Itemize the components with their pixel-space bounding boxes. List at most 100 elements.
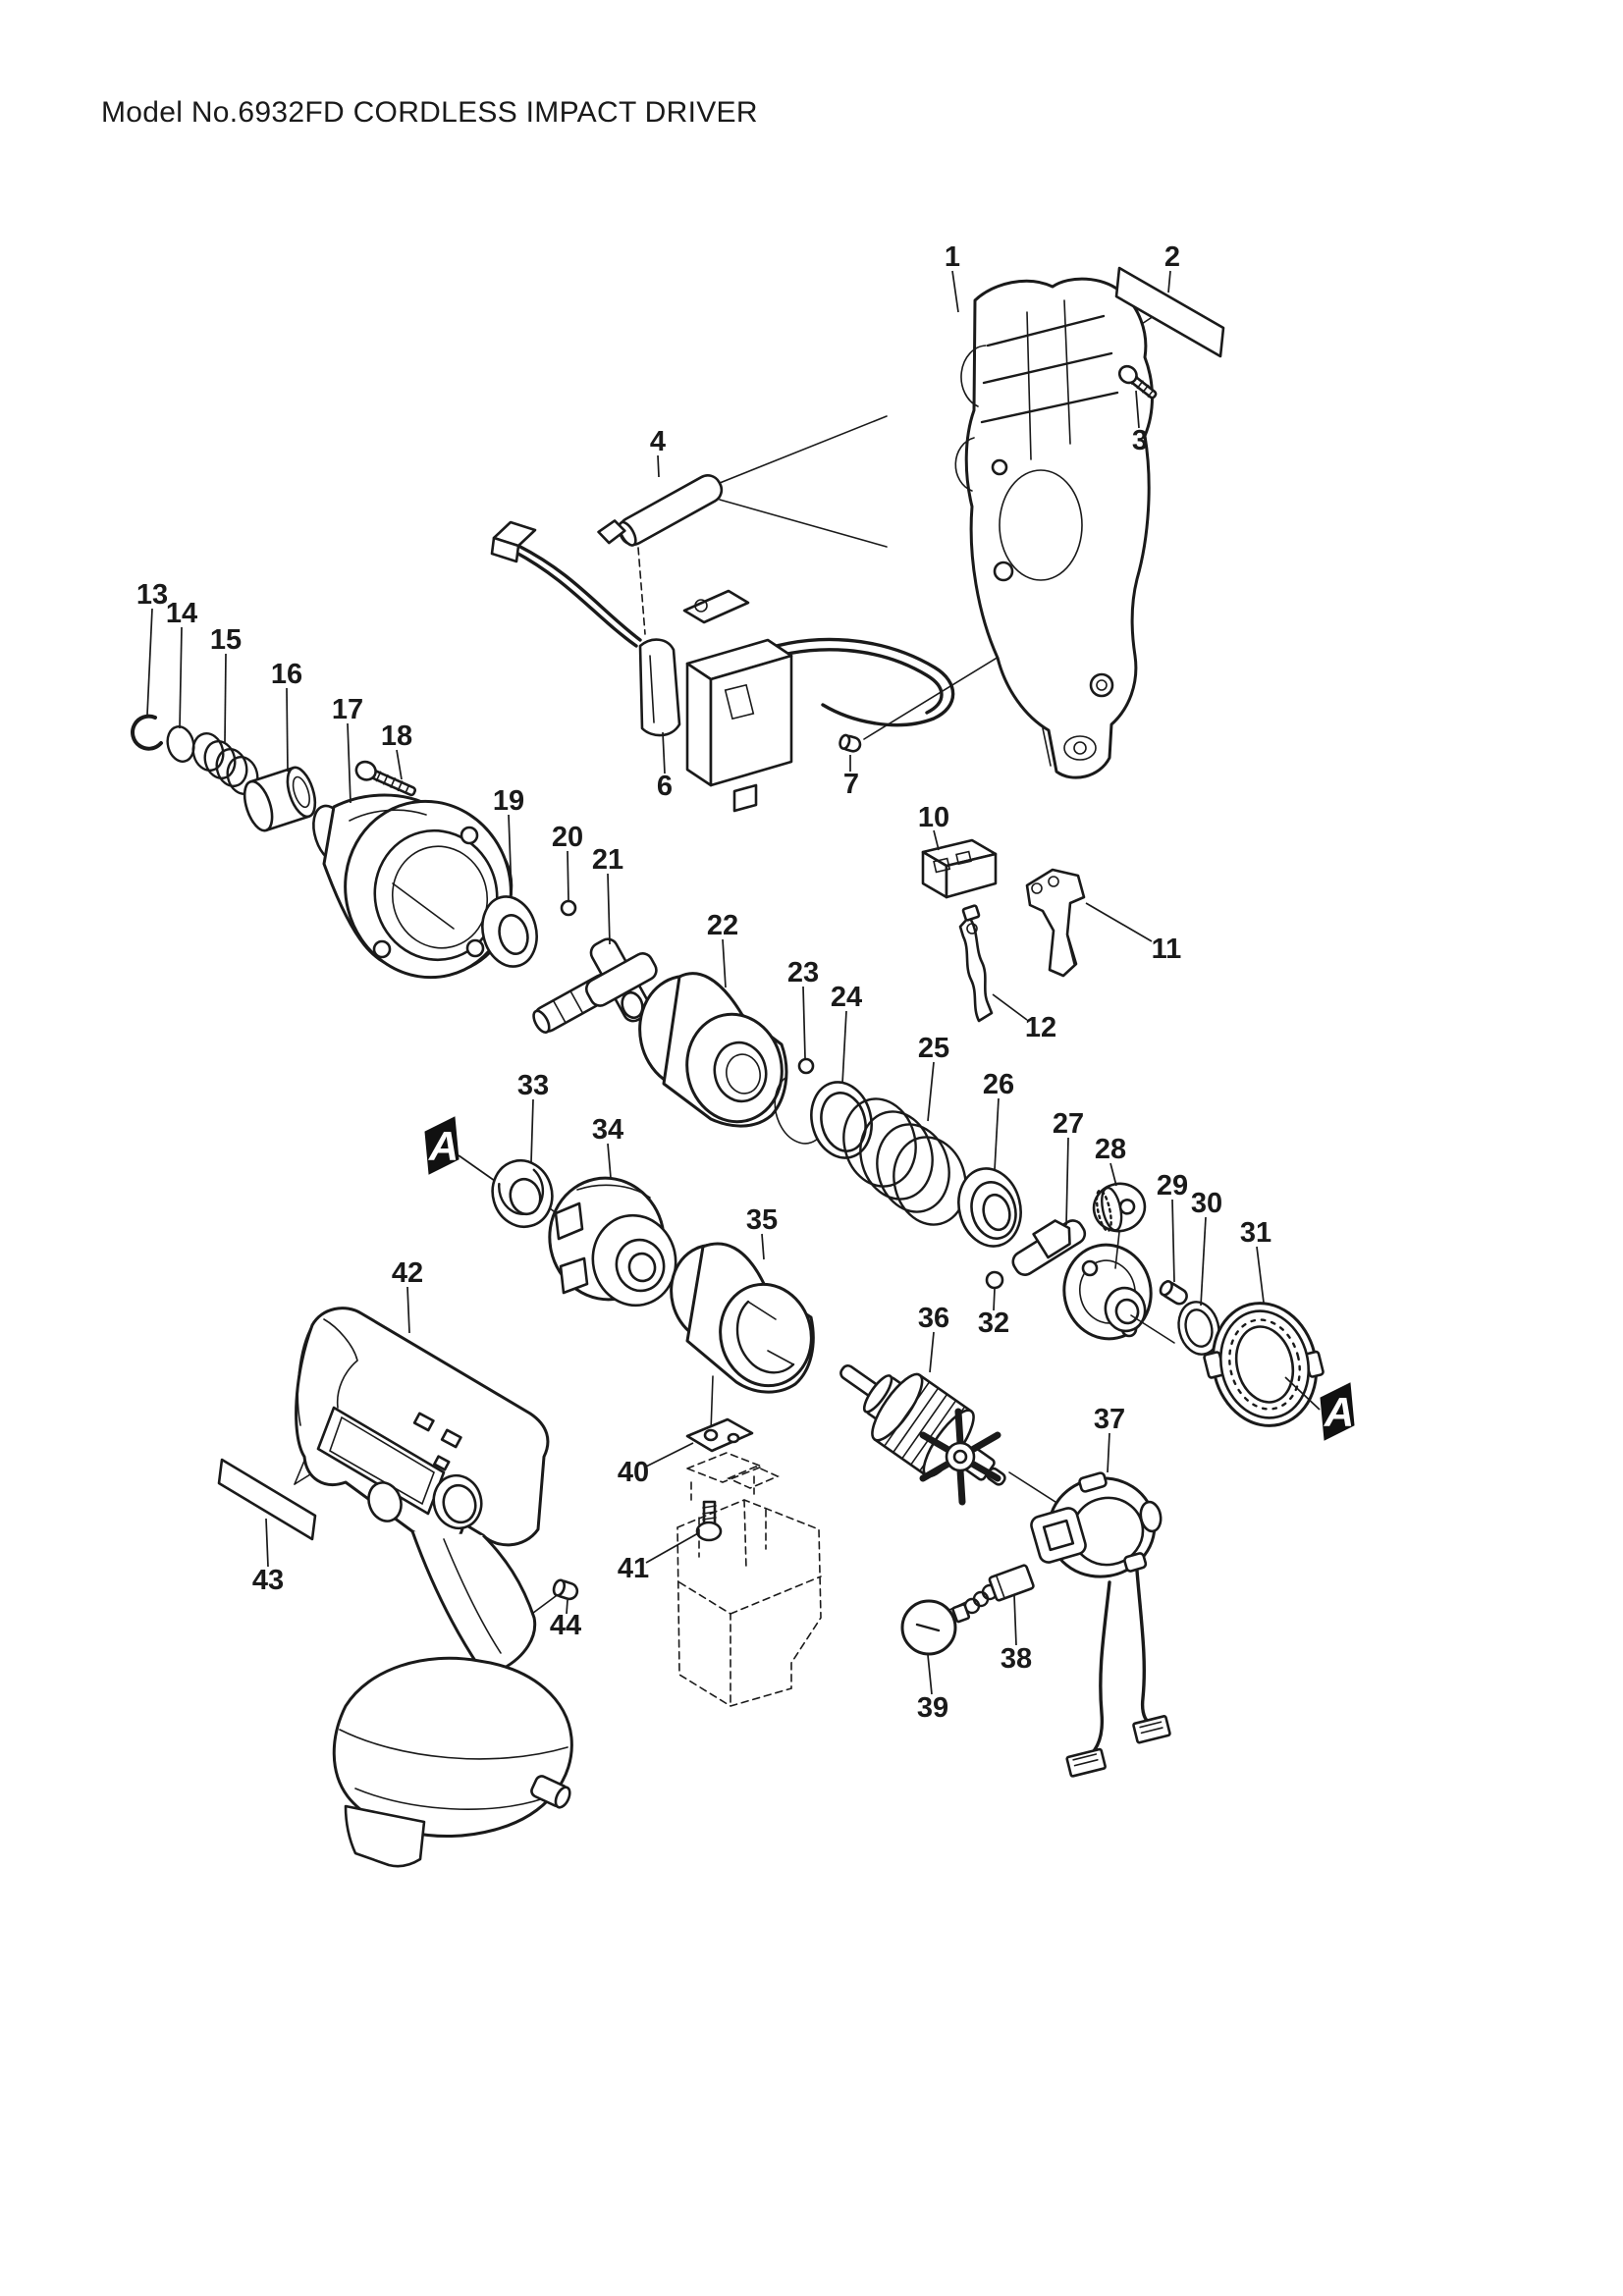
part-18-screw <box>354 760 417 797</box>
part-22-roller <box>638 972 788 1128</box>
callout-number-28: 28 <box>1095 1134 1126 1165</box>
callout-leader-33 <box>530 1098 534 1163</box>
part-36-armature <box>839 1363 1006 1506</box>
part-26-bearing-washer <box>957 1167 1022 1248</box>
callout-leader-1 <box>951 270 959 313</box>
callout-number-27: 27 <box>1053 1108 1084 1140</box>
callout-leader-26 <box>994 1097 1000 1171</box>
part-10-switch-block <box>921 838 998 899</box>
callout-leader-21 <box>607 873 611 945</box>
callout-leader-23 <box>802 986 806 1059</box>
view-marker-box-1 <box>1320 1382 1355 1441</box>
callout-leader-17 <box>347 722 352 804</box>
callout-leader-36 <box>929 1331 935 1373</box>
callout-leader-13 <box>146 608 153 716</box>
part-21-spindle <box>532 937 658 1034</box>
callout-number-41: 41 <box>618 1553 649 1584</box>
callout-number-15: 15 <box>210 624 242 656</box>
callout-number-43: 43 <box>252 1565 284 1596</box>
part-17-hammer-case <box>312 793 514 980</box>
callout-number-17: 17 <box>332 694 363 725</box>
part-16-bushing <box>243 766 317 832</box>
callout-leader-35 <box>761 1233 765 1260</box>
part-43-label <box>217 1458 317 1541</box>
callout-number-2: 2 <box>1164 241 1180 273</box>
callout-number-4: 4 <box>650 426 666 457</box>
part-34-hammer <box>548 1176 677 1308</box>
callout-leader-44 <box>566 1599 568 1615</box>
callout-number-20: 20 <box>552 822 583 853</box>
part-7-pin <box>839 733 862 753</box>
callout-leader-19 <box>508 814 513 896</box>
callout-leader-22 <box>722 938 727 988</box>
callout-number-25: 25 <box>918 1033 949 1064</box>
callout-number-23: 23 <box>787 957 819 988</box>
callout-leader-32 <box>993 1288 996 1311</box>
part-11-bracket <box>1025 868 1086 978</box>
armature-fan <box>919 1408 1001 1506</box>
callout-number-3: 3 <box>1132 425 1148 456</box>
callout-leader-30 <box>1200 1216 1207 1307</box>
callout-leader-15 <box>224 653 227 743</box>
view-marker-letter-1: A <box>1324 1389 1354 1435</box>
part-42-handle-housing <box>295 1307 573 1868</box>
callout-number-24: 24 <box>831 982 862 1013</box>
part-14-flat-ring <box>166 725 195 763</box>
view-marker-letter-0: A <box>428 1123 459 1169</box>
callout-leader-40 <box>645 1442 694 1468</box>
page-title: Model No.6932FD CORDLESS IMPACT DRIVER <box>101 96 758 129</box>
part-20-steel-ball <box>560 899 577 917</box>
callout-leader-4 <box>657 454 660 478</box>
callout-number-29: 29 <box>1157 1170 1188 1201</box>
callout-leader-14 <box>179 626 183 729</box>
callout-number-6: 6 <box>657 771 673 802</box>
callout-leader-29 <box>1171 1199 1175 1283</box>
part-12-lever <box>958 904 994 1023</box>
callout-number-7: 7 <box>843 769 859 800</box>
callout-number-11: 11 <box>1152 934 1182 965</box>
callout-leader-12 <box>992 993 1028 1021</box>
view-marker-box-0 <box>424 1116 460 1175</box>
callout-leader-31 <box>1256 1246 1265 1304</box>
part-33-ball-bearing <box>491 1158 554 1229</box>
callout-number-44: 44 <box>550 1610 581 1641</box>
part-2-name-plate <box>1114 266 1225 358</box>
callout-leader-41 <box>645 1532 699 1564</box>
part-25-spring <box>842 1097 967 1226</box>
callout-number-30: 30 <box>1191 1188 1222 1219</box>
callout-number-33: 33 <box>517 1070 549 1101</box>
callout-leader-6 <box>662 731 666 774</box>
callout-number-14: 14 <box>166 598 197 629</box>
part-15-spring <box>191 732 259 795</box>
callout-leader-37 <box>1107 1432 1110 1473</box>
part-41-screw-and-holder <box>676 1452 822 1707</box>
callout-number-37: 37 <box>1094 1404 1125 1435</box>
callout-leader-38 <box>1013 1594 1017 1646</box>
callout-number-39: 39 <box>917 1692 948 1724</box>
part-44-pin <box>552 1578 579 1601</box>
callout-leader-16 <box>286 687 289 773</box>
part-19-washer <box>481 895 538 968</box>
callout-number-1: 1 <box>945 241 960 273</box>
battery-holder-dashed <box>676 1452 822 1707</box>
callout-leader-28 <box>1109 1162 1117 1187</box>
callout-number-13: 13 <box>136 579 168 611</box>
callout-number-31: 31 <box>1240 1217 1271 1249</box>
part-37-motor-bracket <box>1030 1471 1171 1778</box>
callout-number-35: 35 <box>746 1204 778 1236</box>
callout-number-18: 18 <box>381 721 412 752</box>
part-6-switch-assembly <box>490 520 955 813</box>
callout-number-40: 40 <box>618 1457 649 1488</box>
callout-number-10: 10 <box>918 802 949 833</box>
callout-number-38: 38 <box>1001 1643 1032 1675</box>
part-4-bit-holder <box>597 474 724 547</box>
part-28-gear <box>1092 1182 1147 1233</box>
part-35-sleeve <box>670 1242 815 1394</box>
part-3-screw <box>1117 364 1158 400</box>
part-1-housing-half <box>954 277 1154 779</box>
callout-number-19: 19 <box>493 785 524 817</box>
callout-leader-27 <box>1065 1137 1069 1226</box>
callout-number-21: 21 <box>592 844 623 876</box>
